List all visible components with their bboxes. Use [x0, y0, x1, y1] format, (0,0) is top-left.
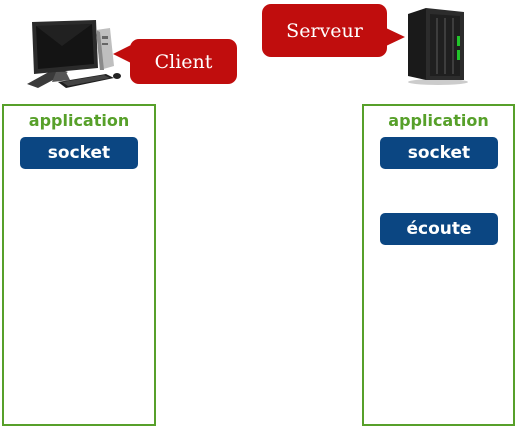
server-panel-title: application [388, 111, 489, 130]
server-application-panel: application socket écoute [362, 104, 515, 426]
server-tower-icon [408, 8, 468, 85]
desktop-computer-icon [27, 20, 121, 88]
client-bubble: Client [113, 39, 237, 84]
client-panel-title: application [28, 111, 130, 130]
server-bubble-label: Serveur [286, 19, 363, 42]
server-bubble: Serveur [262, 4, 405, 57]
client-bubble-label: Client [154, 50, 213, 73]
server-bubble-tail [386, 28, 405, 46]
server-socket-box: socket [380, 137, 498, 169]
client-socket-box: socket [20, 137, 138, 169]
server-listen-box: écoute [380, 213, 498, 245]
client-bubble-tail [113, 45, 131, 63]
client-application-panel: application socket [2, 104, 156, 426]
